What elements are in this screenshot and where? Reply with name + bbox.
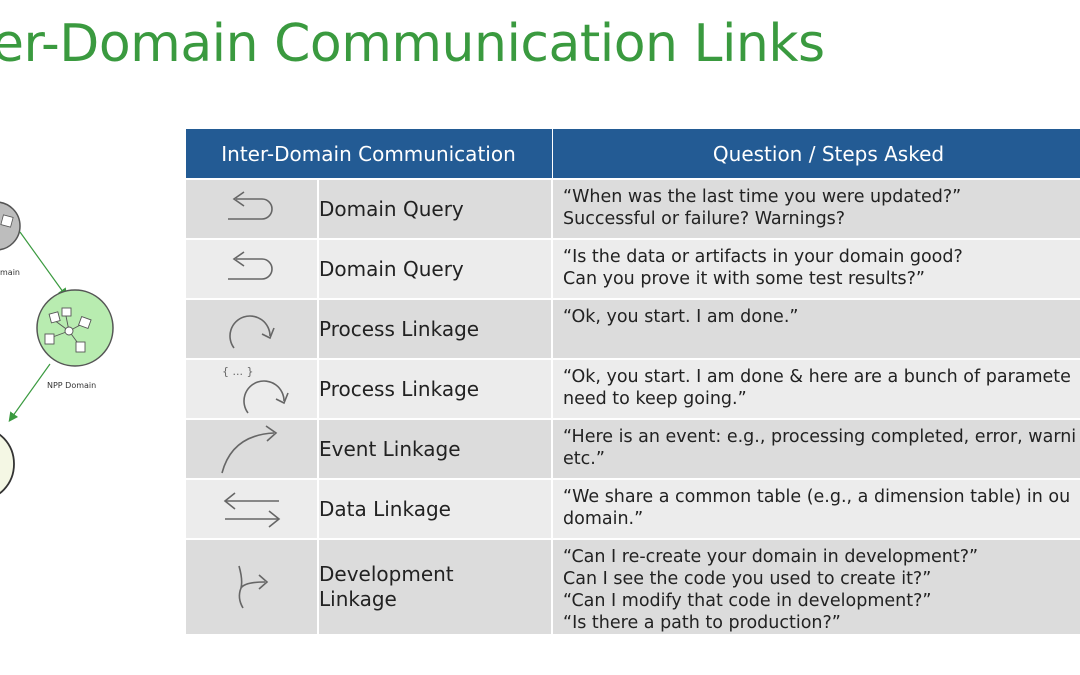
link-type: Process Linkage bbox=[316, 298, 554, 360]
question-cell: “Can I re-create your domain in developm… bbox=[551, 538, 1080, 636]
link-type: Domain Query bbox=[316, 238, 554, 300]
svg-text:{ ... }: { ... } bbox=[222, 365, 253, 378]
link-type: Event Linkage bbox=[316, 418, 554, 480]
question-cell: “Ok, you start. I am done & here are a b… bbox=[551, 358, 1080, 420]
gray-domain-label: main bbox=[0, 268, 20, 277]
link-type: Development Linkage bbox=[316, 538, 554, 636]
table-row: Data Linkage “We share a common table (e… bbox=[184, 478, 1080, 540]
question-cell: “When was the last time you were updated… bbox=[551, 178, 1080, 240]
clockwise-arc-arrow-with-params-icon: { ... } bbox=[184, 358, 319, 420]
header-communication: Inter-Domain Communication bbox=[184, 128, 553, 180]
question-cell: “Is the data or artifacts in your domain… bbox=[551, 238, 1080, 300]
link-type: Process Linkage bbox=[316, 358, 554, 420]
table-row: Development Linkage “Can I re-create you… bbox=[184, 538, 1080, 636]
link-type: Data Linkage bbox=[316, 478, 554, 540]
bidirectional-arrows-icon bbox=[184, 478, 319, 540]
link-type: Domain Query bbox=[316, 178, 554, 240]
table-row: Domain Query “Is the data or artifacts i… bbox=[184, 238, 1080, 300]
domain-diagram: main NPP Domain bbox=[0, 201, 114, 495]
table-row: Process Linkage “Ok, you start. I am don… bbox=[184, 298, 1080, 360]
communication-table: Inter-Domain Communication Question / St… bbox=[184, 128, 1080, 636]
slide-title: er-Domain Communication Links bbox=[0, 14, 825, 74]
table-row: Event Linkage “Here is an event: e.g., p… bbox=[184, 418, 1080, 480]
curved-up-arrow-icon bbox=[184, 418, 319, 480]
return-arrow-icon bbox=[184, 238, 319, 300]
bottom-domain-node bbox=[0, 433, 15, 495]
table-row: Domain Query “When was the last time you… bbox=[184, 178, 1080, 240]
question-cell: “We share a common table (e.g., a dimens… bbox=[551, 478, 1080, 540]
header-question: Question / Steps Asked bbox=[551, 128, 1080, 180]
table-row: { ... } Process Linkage “Ok, you start. … bbox=[184, 358, 1080, 420]
question-cell: “Ok, you start. I am done.” bbox=[551, 298, 1080, 360]
npp-domain-label: NPP Domain bbox=[47, 381, 96, 390]
fork-arrow-icon bbox=[184, 538, 319, 636]
return-arrow-icon bbox=[184, 178, 319, 240]
clockwise-arc-arrow-icon bbox=[184, 298, 319, 360]
question-cell: “Here is an event: e.g., processing comp… bbox=[551, 418, 1080, 480]
